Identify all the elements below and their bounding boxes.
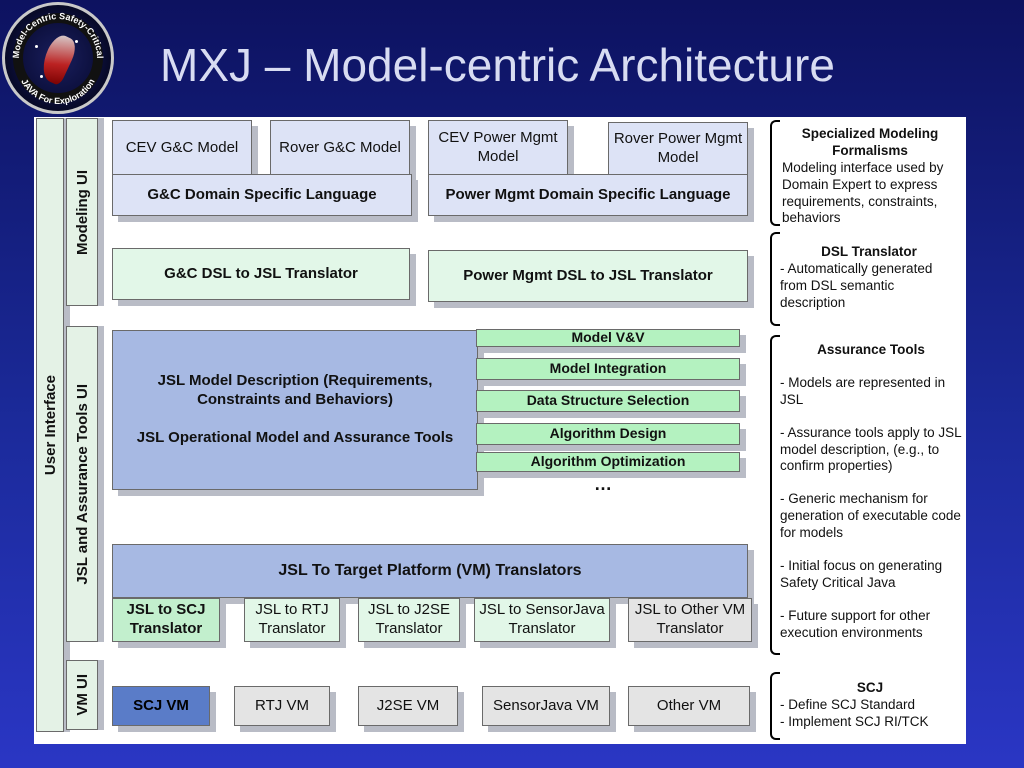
scj-translator: JSL to SCJ Translator: [112, 598, 220, 642]
tool-model-vv-label: Model V&V: [571, 329, 645, 346]
other-vm-label: Other VM: [656, 696, 722, 714]
brace-formalisms: [770, 120, 780, 226]
tool-data-structure: Data Structure Selection: [476, 390, 740, 412]
rover-gc-model: Rover G&C Model: [270, 120, 410, 176]
jsl-model-description: JSL Model Description (Requirements, Con…: [157, 371, 433, 408]
rtj-vm: RTJ VM: [234, 686, 330, 726]
rtj-translator-label: JSL to RTJ Translator: [255, 601, 329, 637]
gc-dsl-label: G&C Domain Specific Language: [147, 185, 377, 203]
more-tools-ellipsis: …: [594, 474, 614, 494]
other-vm-translator-label: JSL to Other VM Translator: [634, 601, 746, 637]
vm-ui-label: VM UI: [73, 674, 91, 716]
brace-assurance: [770, 335, 780, 655]
power-dsl-box: Power Mgmt Domain Specific Language: [428, 174, 748, 216]
sensorjava-vm: SensorJava VM: [482, 686, 610, 726]
note-scj: SCJ - Define SCJ Standard - Implement SC…: [780, 680, 960, 731]
other-vm-translator: JSL to Other VM Translator: [628, 598, 752, 642]
cev-power-model-label: CEV Power Mgmt Model: [438, 129, 558, 165]
tool-algorithm-design: Algorithm Design: [476, 423, 740, 445]
power-dsl-label: Power Mgmt Domain Specific Language: [445, 185, 731, 203]
target-translators-label: JSL To Target Platform (VM) Translators: [278, 562, 582, 579]
jsl-model-block: JSL Model Description (Requirements, Con…: [112, 330, 478, 490]
tool-algorithm-design-label: Algorithm Design: [549, 425, 667, 442]
note-assurance-item: - Initial focus on generating Safety Cri…: [780, 557, 943, 590]
note-formalisms-heading: Specialized Modeling Formalisms: [801, 126, 939, 158]
tool-algorithm-optimization-label: Algorithm Optimization: [530, 453, 686, 470]
note-assurance-item: - Models are represented in JSL: [780, 374, 946, 407]
note-assurance-item: - Generic mechanism for generation of ex…: [780, 491, 961, 540]
cev-gc-model: CEV G&C Model: [112, 120, 252, 176]
cev-power-model: CEV Power Mgmt Model: [428, 120, 568, 176]
svg-text:Model-Centric Safety-Critical: Model-Centric Safety-Critical: [11, 11, 105, 59]
rover-power-model: Rover Power Mgmt Model: [608, 122, 748, 176]
star-icon: [40, 75, 43, 78]
tool-algorithm-optimization: Algorithm Optimization: [476, 452, 740, 472]
power-translator-box: Power Mgmt DSL to JSL Translator: [428, 250, 748, 302]
svg-text:JAVA For Exploration: JAVA For Exploration: [19, 77, 96, 106]
gc-translator-label: G&C DSL to JSL Translator: [164, 264, 358, 282]
brace-dsl-translator: [770, 232, 780, 326]
gc-translator-box: G&C DSL to JSL Translator: [112, 248, 410, 300]
note-assurance: Assurance Tools - Models are represented…: [780, 342, 962, 641]
cev-gc-model-label: CEV G&C Model: [125, 138, 239, 156]
gc-dsl-box: G&C Domain Specific Language: [112, 174, 412, 216]
brace-scj: [770, 672, 780, 740]
assurance-ui-label: JSL and Assurance Tools UI: [73, 383, 91, 585]
assurance-ui-bar: JSL and Assurance Tools UI: [66, 326, 98, 642]
scj-vm-label: SCJ VM: [133, 696, 189, 714]
jsl-operational-model: JSL Operational Model and Assurance Tool…: [136, 429, 454, 447]
j2se-translator-label: JSL to J2SE Translator: [368, 601, 450, 637]
note-scj-item: - Implement SCJ RI/TCK: [780, 713, 929, 729]
power-translator-label: Power Mgmt DSL to JSL Translator: [463, 266, 713, 284]
sensorjava-vm-label: SensorJava VM: [493, 696, 599, 714]
note-dsl-translator: DSL Translator - Automatically generated…: [780, 244, 958, 312]
star-icon: [75, 40, 78, 43]
j2se-vm: J2SE VM: [358, 686, 458, 726]
note-scj-heading: SCJ: [856, 680, 884, 695]
note-formalisms: Specialized Modeling Formalisms Modeling…: [782, 126, 958, 227]
rtj-translator: JSL to RTJ Translator: [244, 598, 340, 642]
note-formalisms-body: Modeling interface used by Domain Expert…: [782, 159, 944, 226]
user-interface-bar: User Interface: [36, 118, 64, 732]
note-dsl-translator-heading: DSL Translator: [821, 244, 917, 259]
modeling-ui-bar: Modeling UI: [66, 118, 98, 306]
star-icon: [35, 45, 38, 48]
tool-data-structure-label: Data Structure Selection: [526, 392, 690, 409]
user-interface-label: User Interface: [41, 374, 59, 476]
tool-model-vv: Model V&V: [476, 329, 740, 347]
sensorjava-translator-label: JSL to SensorJava Translator: [479, 601, 605, 637]
slide-title: MXJ – Model-centric Architecture: [160, 39, 835, 91]
j2se-vm-label: J2SE VM: [376, 696, 440, 714]
note-scj-item: - Define SCJ Standard: [780, 696, 916, 712]
tool-model-integration-label: Model Integration: [549, 360, 667, 377]
rtj-vm-label: RTJ VM: [255, 696, 309, 714]
rover-power-model-label: Rover Power Mgmt Model: [613, 130, 743, 166]
logo-ring: [13, 13, 103, 103]
tool-model-integration: Model Integration: [476, 358, 740, 380]
j2se-translator: JSL to J2SE Translator: [358, 598, 460, 642]
rover-gc-model-label: Rover G&C Model: [279, 138, 401, 156]
note-assurance-item: - Future support for other execution env…: [780, 607, 931, 640]
modeling-ui-label: Modeling UI: [73, 169, 91, 255]
logo-ring-text: Model-Centric Safety-Critical JAVA For E…: [11, 11, 105, 106]
note-assurance-item: - Assurance tools apply to JSL model des…: [780, 424, 962, 474]
note-dsl-translator-body: - Automatically generated from DSL seman…: [780, 260, 933, 310]
other-vm: Other VM: [628, 686, 750, 726]
scj-vm: SCJ VM: [112, 686, 210, 726]
scj-translator-label: JSL to SCJ Translator: [126, 601, 206, 637]
target-translators-header: JSL To Target Platform (VM) Translators: [112, 544, 748, 598]
vm-ui-bar: VM UI: [66, 660, 98, 730]
sensorjava-translator: JSL to SensorJava Translator: [474, 598, 610, 642]
note-assurance-heading: Assurance Tools: [817, 342, 925, 357]
logo: Model-Centric Safety-Critical JAVA For E…: [2, 2, 114, 114]
